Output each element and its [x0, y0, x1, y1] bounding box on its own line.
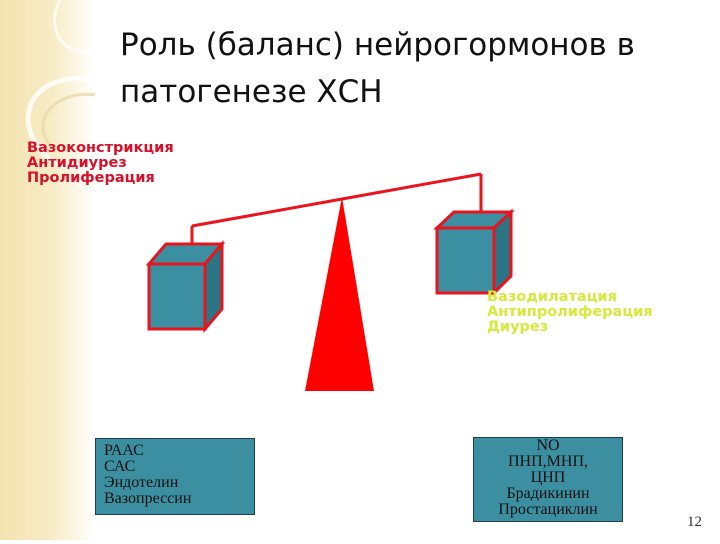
left-effect-item: Вазоконстрикция — [27, 140, 174, 156]
background-decoration — [0, 0, 98, 540]
factor-item: САС — [104, 458, 136, 475]
factor-item: NO — [536, 437, 560, 454]
page-number: 12 — [687, 514, 702, 530]
factor-item: ЦНП — [530, 469, 566, 486]
fulcrum-triangle — [305, 197, 374, 391]
right-effect-item: Антипролиферация — [487, 304, 653, 320]
factor-item: ПНП,МНП, — [508, 453, 588, 470]
slide-title: Роль (баланс) нейрогормонов в патогенезе… — [120, 27, 635, 110]
factor-item: Простациклин — [498, 501, 598, 518]
left-effects-list: Вазоконстрикция Антидиурез Пролиферация — [27, 141, 174, 186]
right-effects-list: Вазодилатация Антипролиферация Диурез — [487, 290, 653, 335]
factor-item: Брадикинин — [506, 485, 590, 502]
right-weight-cube — [433, 208, 515, 297]
balance-beam — [191, 172, 482, 228]
factor-item: Вазопрессин — [104, 490, 192, 507]
left-effect-item: Антидиурез — [27, 155, 127, 171]
decorative-swirl — [25, 0, 98, 169]
right-effect-item: Диурез — [487, 319, 549, 335]
factor-item: Эндотелин — [104, 474, 179, 491]
factor-item: РААС — [104, 442, 144, 459]
vasodilator-factors-box: NO ПНП,МНП, ЦНП Брадикинин Простациклин — [473, 437, 623, 522]
right-effect-item: Вазодилатация — [487, 289, 617, 305]
left-weight-cube — [145, 239, 226, 334]
vasoconstrictor-factors-box: РААС САС Эндотелин Вазопрессин — [95, 438, 255, 515]
left-effect-item: Пролиферация — [27, 170, 155, 186]
